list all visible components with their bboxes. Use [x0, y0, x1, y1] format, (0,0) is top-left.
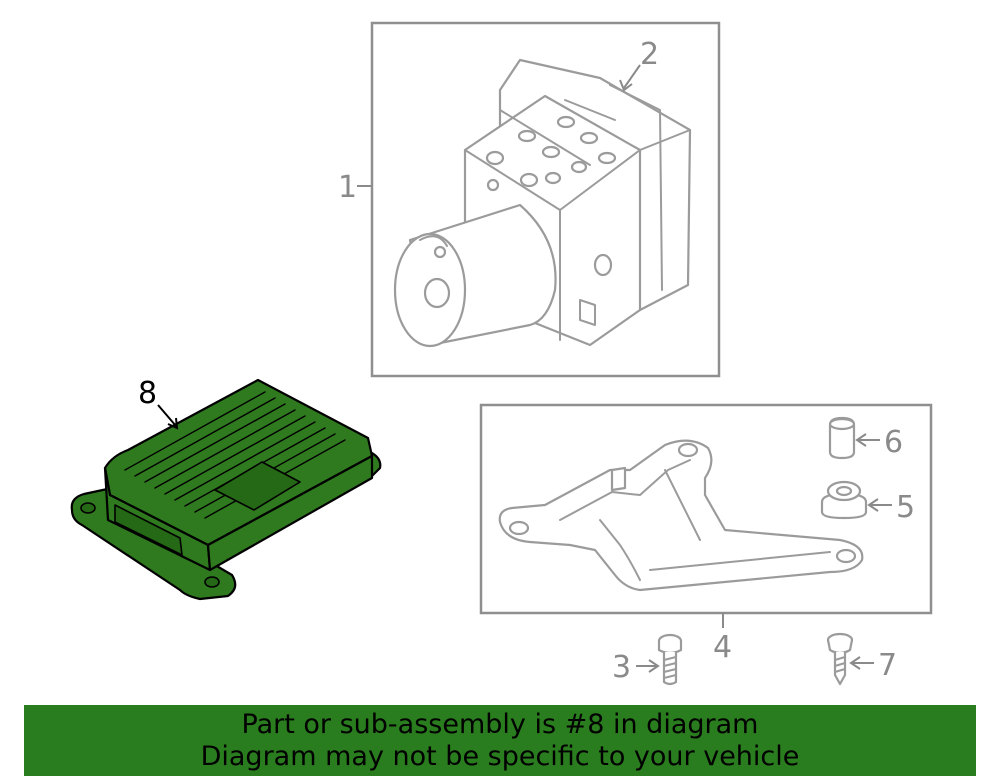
leader-8: [157, 404, 177, 427]
control-module-highlighted: [70, 378, 382, 601]
info-banner: Part or sub-assembly is #8 in diagram Di…: [24, 705, 976, 776]
bolt-part-3: [657, 633, 683, 686]
abs-hydraulic-unit-drawing: [393, 58, 692, 348]
callout-8: 8: [138, 376, 157, 411]
callout-4: 4: [713, 630, 732, 665]
parts-diagram: 1 2 8: [70, 21, 933, 686]
arrowhead-2: [619, 79, 633, 92]
banner-line-2: Diagram may not be specific to your vehi…: [200, 740, 800, 772]
bracket-frame: [479, 403, 933, 615]
callout-6: 6: [884, 425, 903, 460]
callout-2: 2: [640, 37, 659, 72]
arrowhead-5: [867, 498, 879, 512]
leader-2: [623, 64, 641, 89]
screw-part-7: [826, 632, 854, 686]
arrowhead-8: [167, 417, 179, 430]
arrowhead-6: [855, 433, 867, 447]
callout-3: 3: [612, 650, 631, 685]
arrowhead-3: [648, 659, 660, 673]
abs-unit-frame: [370, 21, 721, 378]
callout-7: 7: [878, 648, 897, 683]
banner-line-1: Part or sub-assembly is #8 in diagram: [241, 708, 759, 740]
callout-5: 5: [896, 490, 915, 525]
callout-1: 1: [338, 170, 357, 205]
arrowhead-7: [849, 656, 861, 670]
mounting-bracket-drawing: [498, 416, 868, 592]
